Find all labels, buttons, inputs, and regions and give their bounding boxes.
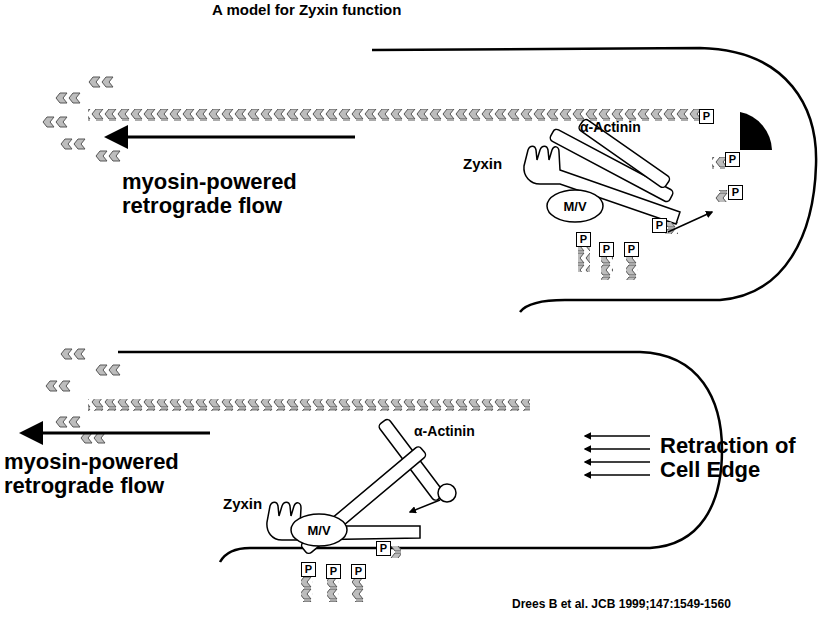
phospho-box: P [576, 232, 591, 247]
node-text: P [330, 566, 337, 577]
node-text: P [580, 234, 587, 245]
node-text: M/V [307, 523, 330, 538]
flow-label: myosin-powered retrograde flow [4, 450, 209, 498]
phospho-box: P [301, 562, 316, 577]
motor-ellipse: M/V [546, 189, 604, 223]
phospho-box: P [652, 218, 667, 233]
protein-label: Zyxin [223, 496, 262, 513]
motor-ellipse: M/V [290, 513, 348, 547]
flow-label: myosin-powered retrograde flow [122, 170, 322, 218]
phospho-box: P [376, 541, 391, 556]
phospho-box: P [351, 564, 366, 579]
node-text: P [703, 111, 710, 122]
phospho-box: P [699, 109, 714, 124]
node-text: P [628, 244, 635, 255]
retraction-label: Retraction of Cell Edge [660, 434, 820, 482]
protein-label: α-Actinin [414, 424, 475, 439]
node-text: P [732, 187, 739, 198]
node-text: M/V [563, 199, 586, 214]
protein-label: Zyxin [463, 156, 502, 173]
phospho-box: P [728, 185, 743, 200]
phospho-box: P [599, 242, 614, 257]
phospho-box: P [725, 152, 740, 167]
node-text: P [355, 566, 362, 577]
phospho-box: P [624, 242, 639, 257]
protein-label: α-Actinin [580, 120, 641, 135]
node-text: P [380, 543, 387, 554]
caption: Drees B et al. JCB 1999;147:1549-1560 [512, 598, 731, 611]
node-text: P [603, 244, 610, 255]
node-text: P [656, 220, 663, 231]
phospho-box: P [326, 564, 341, 579]
node-text: P [305, 564, 312, 575]
title: A model for Zyxin function [212, 2, 401, 19]
node-text: P [729, 154, 736, 165]
